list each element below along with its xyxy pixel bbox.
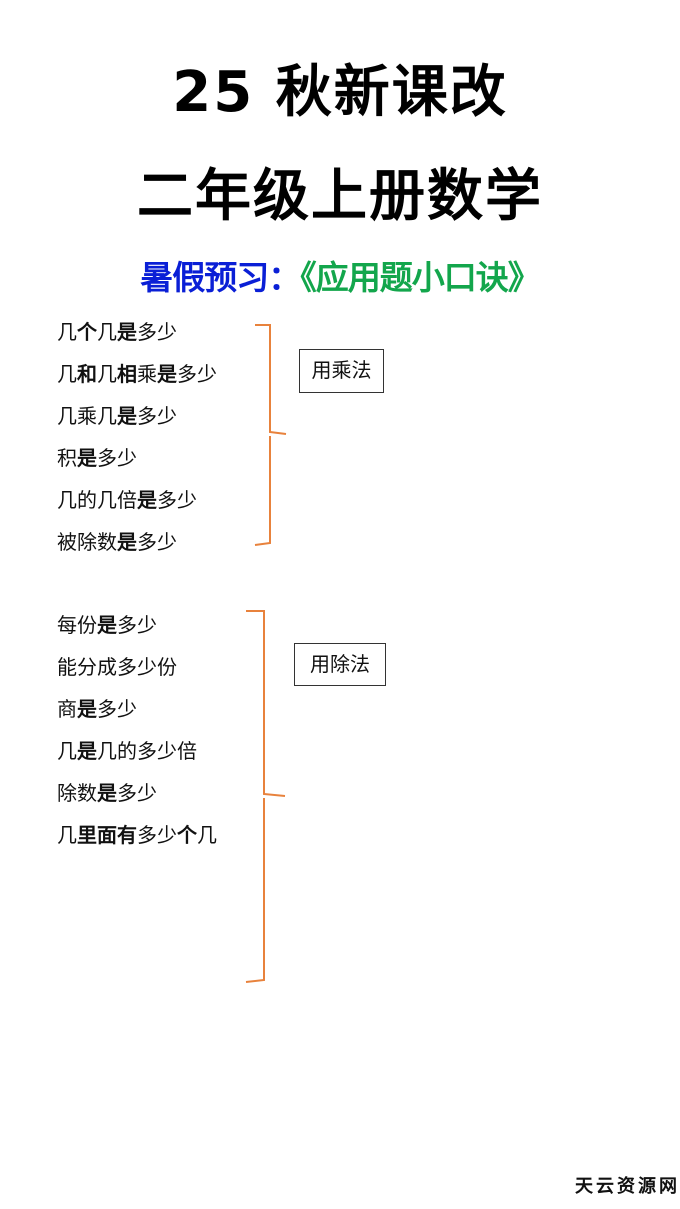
phrase-part: 多少 [177,362,217,386]
phrase-part: 多少 [137,530,177,554]
phrase-part: 几 [57,320,77,344]
multiplication-phrase-list: 几个几是多少几和几相乘是多少几乘几是多少积是多少几的几倍是多少被除数是多少 [57,318,217,570]
phrase-part: 几 [197,823,217,847]
phrase-item: 积是多少 [57,444,217,486]
phrase-part: 相 [117,362,137,386]
phrase-part: 是 [77,739,97,763]
phrase-item: 能分成多少份 [57,653,217,695]
phrase-part: 是 [97,613,117,637]
phrase-part: 几 [57,739,77,763]
phrase-part: 几的多少倍 [97,739,197,763]
phrase-item: 每份是多少 [57,611,217,653]
phrase-part: 个 [77,320,97,344]
phrase-item: 几乘几是多少 [57,402,217,444]
phrase-part: 几 [97,320,117,344]
page-title-line2: 二年级上册数学 [137,164,543,229]
phrase-part: 是 [117,320,137,344]
phrase-part: 几乘几 [57,404,117,428]
phrase-item: 几的几倍是多少 [57,486,217,528]
phrase-part: 是 [97,781,117,805]
phrase-part: 几 [97,362,117,386]
phrase-item: 商是多少 [57,695,217,737]
phrase-part: 几 [57,823,77,847]
phrase-part: 是 [77,446,97,470]
subtitle-main: 《应用题小口诀》 [300,258,540,297]
division-brace-icon [245,610,286,983]
multiplication-method-box: 用乘法 [299,349,384,393]
phrase-part: 是 [137,488,157,512]
page-title-line1: 25 秋新课改 [172,60,508,125]
subtitle-prefix: 暑假预习： [140,258,301,297]
phrase-part: 和 [77,362,97,386]
phrase-part: 除数 [57,781,97,805]
division-phrase-list: 每份是多少能分成多少份商是多少几是几的多少倍除数是多少几里面有多少个几 [57,611,217,863]
phrase-part: 个 [177,823,197,847]
phrase-part: 多少 [97,446,137,470]
phrase-item: 几个几是多少 [57,318,217,360]
phrase-part: 多少 [117,613,157,637]
phrase-part: 多少 [137,823,177,847]
phrase-item: 几里面有多少个几 [57,821,217,863]
phrase-part: 是 [157,362,177,386]
watermark: 天云资源网 [575,1176,680,1197]
subtitle: 暑假预习：《应用题小口诀》 [0,256,680,300]
phrase-part: 多少 [157,488,197,512]
phrase-part: 是 [117,530,137,554]
phrase-part: 多少 [137,404,177,428]
phrase-part: 是 [77,697,97,721]
phrase-part: 多少 [117,781,157,805]
phrase-part: 乘 [137,362,157,386]
phrase-part: 积 [57,446,77,470]
phrase-item: 几和几相乘是多少 [57,360,217,402]
phrase-part: 几的几倍 [57,488,137,512]
phrase-part: 是 [117,404,137,428]
multiplication-brace-icon [254,324,287,546]
phrase-part: 里面有 [77,823,137,847]
phrase-part: 几 [57,362,77,386]
phrase-part: 被除数 [57,530,117,554]
phrase-part: 多少 [97,697,137,721]
phrase-item: 被除数是多少 [57,528,217,570]
division-method-box: 用除法 [294,643,386,686]
phrase-item: 除数是多少 [57,779,217,821]
phrase-part: 多少 [137,320,177,344]
phrase-part: 能分成多少份 [57,655,177,679]
phrase-item: 几是几的多少倍 [57,737,217,779]
phrase-part: 商 [57,697,77,721]
phrase-part: 每份 [57,613,97,637]
